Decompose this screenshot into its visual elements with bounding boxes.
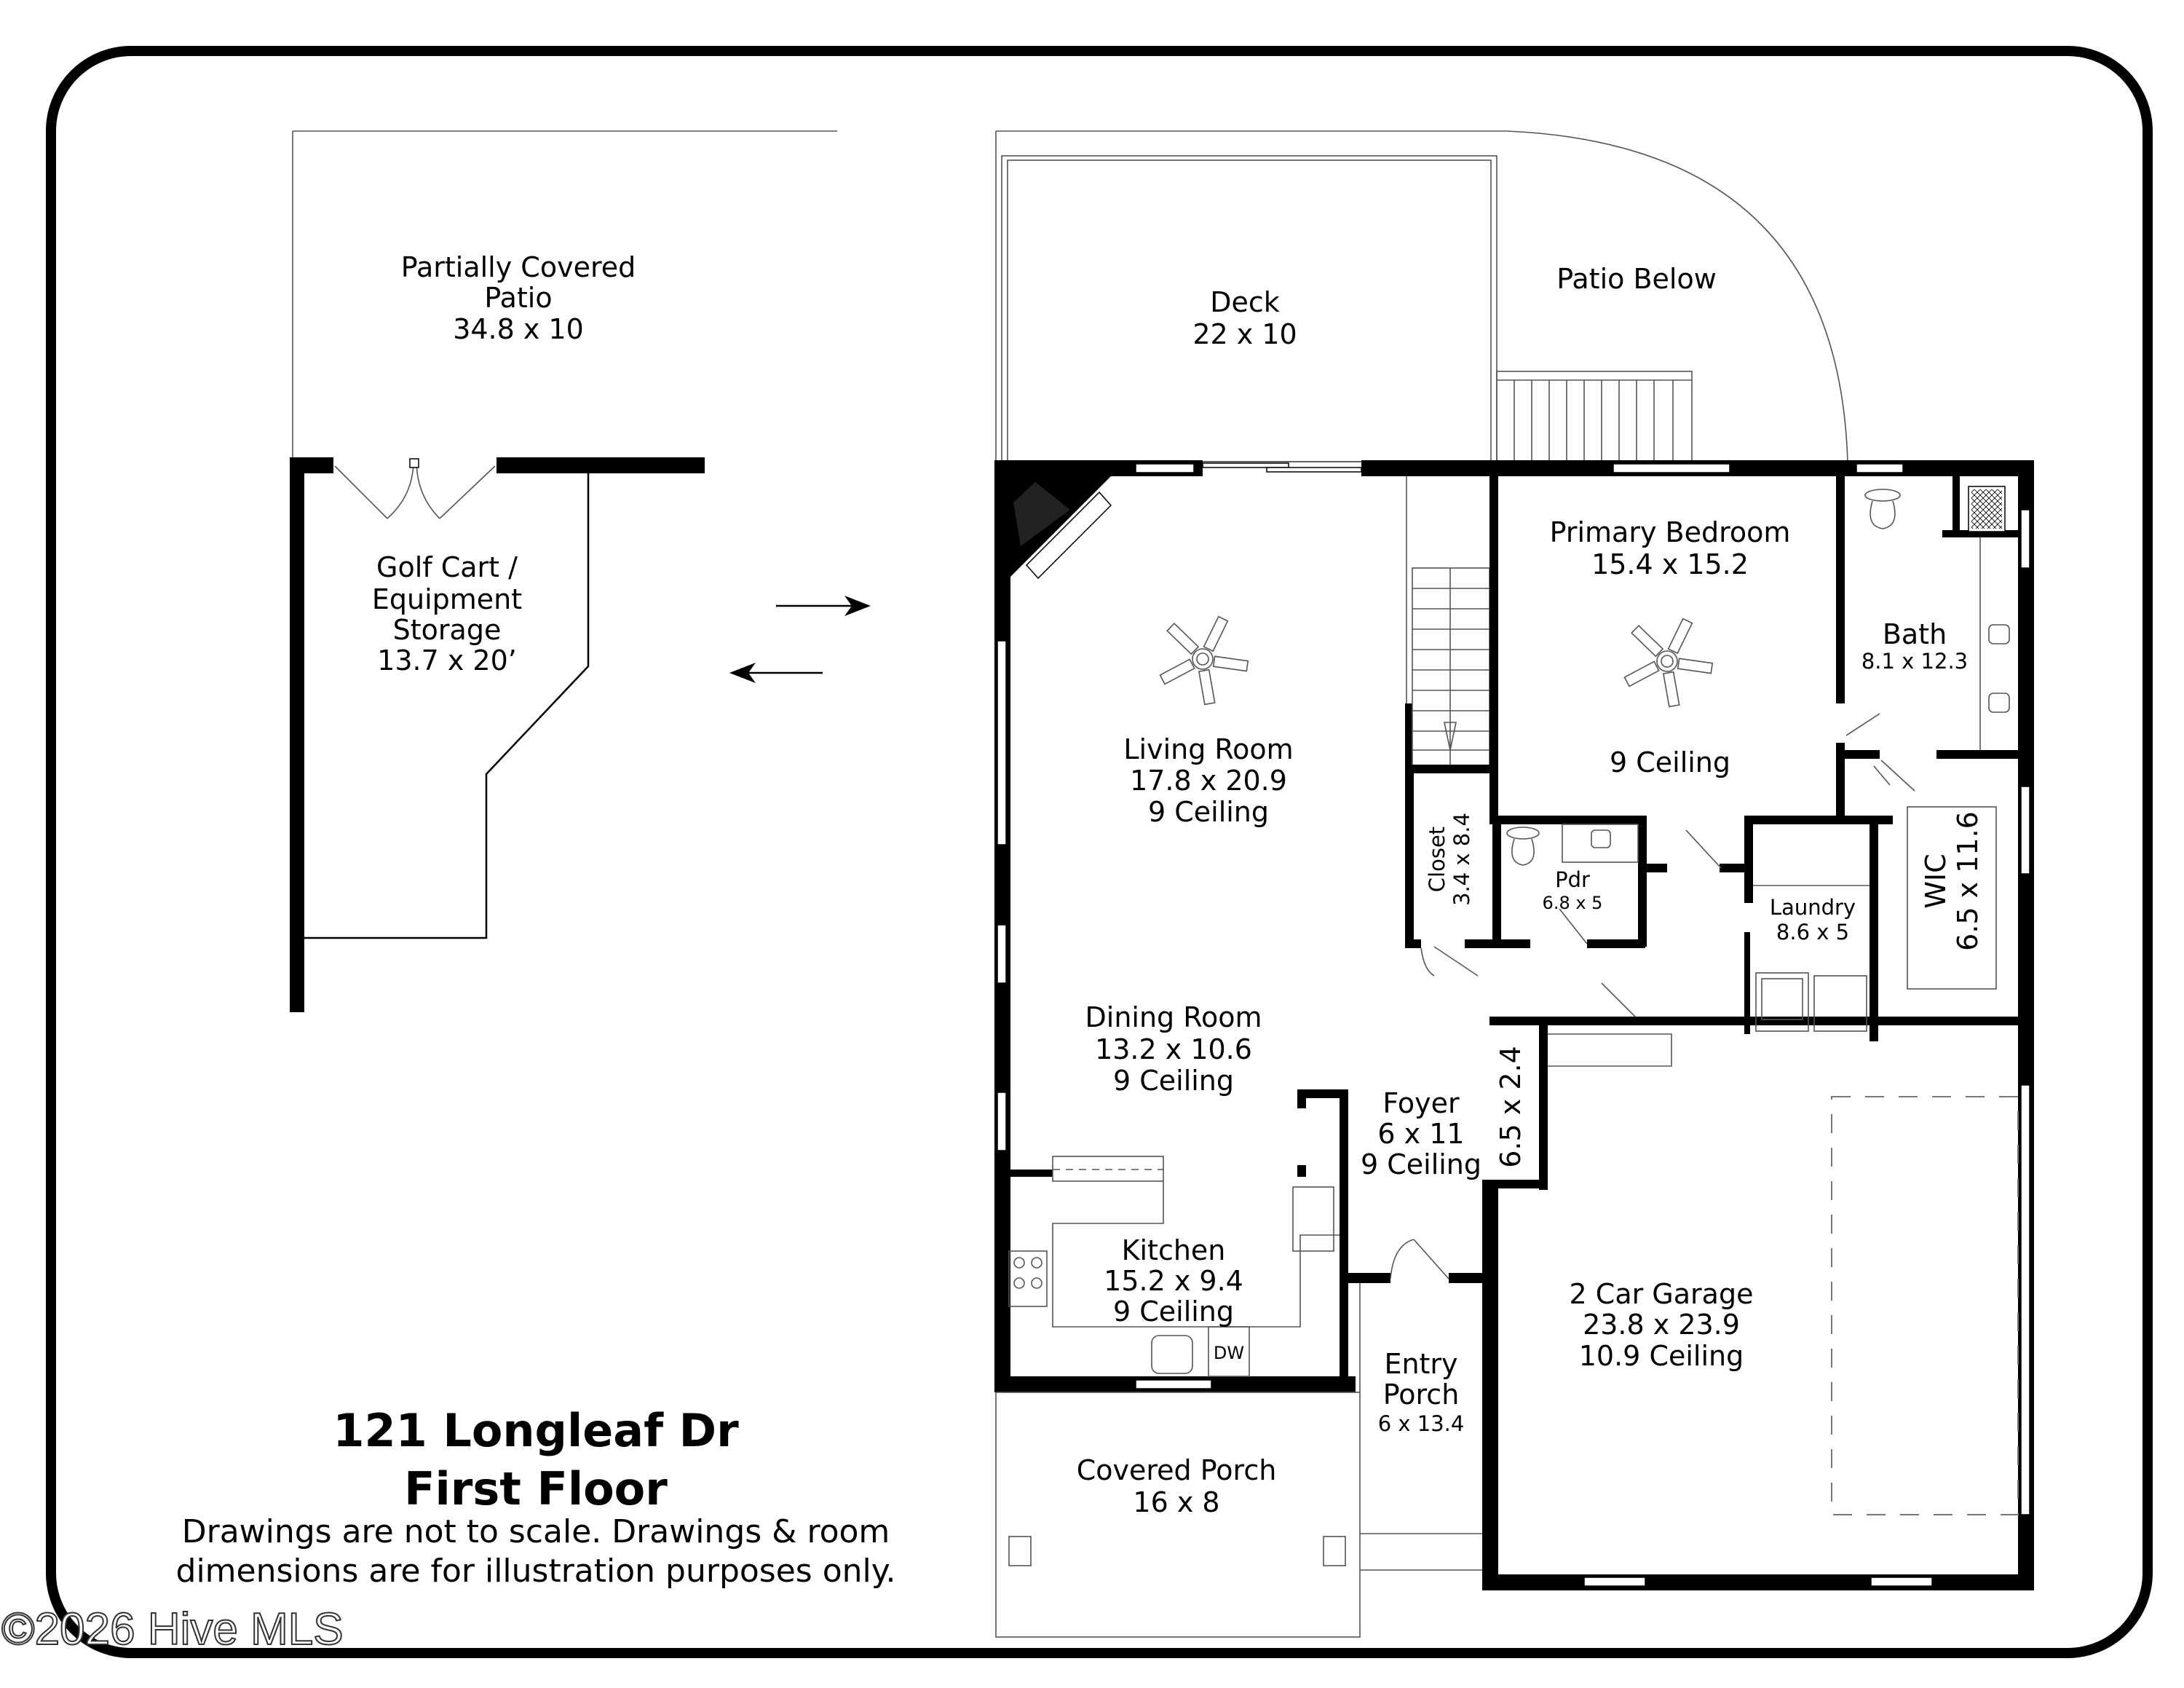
- interior-stairs: [1405, 476, 1490, 770]
- dishwasher-label: DW: [1214, 1343, 1244, 1363]
- closet-label: Closet 3.4 x 8.4: [1425, 813, 1474, 906]
- dining-room-dims: 13.2 x 10.6: [1095, 1033, 1252, 1065]
- patio-outline: [292, 130, 837, 459]
- garage-ceiling: 10.9 Ceiling: [1579, 1340, 1744, 1372]
- covered-porch-name: Covered Porch: [1077, 1454, 1277, 1486]
- primary-bedroom-ceiling: 9 Ceiling: [1610, 746, 1730, 778]
- deck-outline: [995, 130, 1848, 463]
- door-swings: [1390, 713, 1915, 1279]
- bath-dims: 8.1 x 12.3: [1861, 649, 1968, 674]
- ceiling-fan-icon: [1159, 615, 1249, 706]
- ceiling-fan-icon: [1623, 618, 1714, 708]
- foyer-ceiling: 9 Ceiling: [1361, 1148, 1481, 1180]
- laundry-name: Laundry: [1770, 895, 1856, 920]
- pdr-name: Pdr: [1555, 867, 1590, 892]
- golf-cart-name-1: Golf Cart /: [376, 551, 518, 583]
- double-door-icon: [334, 458, 496, 519]
- living-room-dims: 17.8 x 20.9: [1130, 765, 1287, 797]
- patio-dims: 34.8 x 10: [453, 313, 584, 345]
- laundry-dims: 8.6 x 5: [1776, 920, 1849, 944]
- watermark: ©2026 Hive MLS: [1, 1604, 344, 1655]
- living-room-ceiling: 9 Ceiling: [1148, 796, 1269, 828]
- closet-name: Closet: [1425, 827, 1449, 892]
- golf-cart-dims: 13.7 x 20’: [377, 644, 517, 677]
- dining-room-ceiling: 9 Ceiling: [1113, 1065, 1234, 1097]
- garage-details: [1548, 1033, 2019, 1515]
- interior-walls: [994, 476, 2034, 1388]
- laundry-appliances: [1753, 885, 1870, 1032]
- living-room-name: Living Room: [1123, 733, 1293, 765]
- foyer-dims: 6 x 11: [1377, 1118, 1464, 1150]
- primary-bedroom-name: Primary Bedroom: [1550, 516, 1791, 548]
- closet-dims: 3.4 x 8.4: [1449, 813, 1474, 906]
- bath-fixtures: [1506, 486, 2010, 990]
- entry-porch-name-1: Entry: [1384, 1348, 1457, 1380]
- arrow-right-icon: [776, 596, 871, 616]
- kitchen-dims: 15.2 x 9.4: [1104, 1265, 1243, 1297]
- bath-name: Bath: [1883, 618, 1947, 650]
- dining-room-name: Dining Room: [1085, 1001, 1262, 1033]
- entry-porch-dims: 6 x 13.4: [1378, 1411, 1465, 1436]
- covered-porch-outline: [995, 1283, 1482, 1638]
- golf-cart-name-2: Equipment: [372, 583, 522, 615]
- wic-dims: 6.5 x 11.6: [1952, 811, 1984, 951]
- sliding-door-icon: [1202, 462, 1362, 473]
- deck-dims: 22 x 10: [1192, 318, 1297, 350]
- page-frame: [46, 46, 2153, 1658]
- entry-porch-name-2: Porch: [1383, 1379, 1460, 1411]
- patio-name-2: Patio: [484, 282, 552, 314]
- floor-title: First Floor: [404, 1462, 668, 1515]
- hall-dims: 6.5 x 2.4: [1495, 1046, 1527, 1168]
- disclaimer-line-2: dimensions are for illustration purposes…: [176, 1553, 896, 1590]
- covered-porch-dims: 16 x 8: [1133, 1486, 1219, 1518]
- golf-cart-walls: [290, 457, 705, 1012]
- kitchen-ceiling: 9 Ceiling: [1113, 1295, 1234, 1328]
- kitchen-fixtures: [1008, 1156, 1340, 1377]
- address-title: 121 Longleaf Dr: [333, 1404, 739, 1457]
- patio-name-1: Partially Covered: [401, 251, 636, 283]
- hall-label: 6.5 x 2.4: [1495, 1046, 1527, 1168]
- pdr-dims: 6.8 x 5: [1543, 893, 1603, 913]
- kitchen-name: Kitchen: [1122, 1234, 1226, 1266]
- primary-bedroom-dims: 15.4 x 15.2: [1591, 548, 1749, 580]
- fireplace-icon: [1010, 476, 1112, 580]
- windows: [997, 463, 2030, 1587]
- garage-name: 2 Car Garage: [1570, 1278, 1754, 1310]
- wic-label: WIC 6.5 x 11.6: [1920, 811, 1984, 951]
- golf-cart-name-3: Storage: [393, 614, 502, 646]
- arrow-left-icon: [729, 663, 823, 683]
- wic-name: WIC: [1920, 853, 1952, 908]
- foyer-name: Foyer: [1382, 1087, 1460, 1119]
- garage-dims: 23.8 x 23.9: [1583, 1309, 1740, 1341]
- deck-name: Deck: [1210, 286, 1280, 318]
- patio-below-label: Patio Below: [1556, 263, 1717, 295]
- disclaimer-line-1: Drawings are not to scale. Drawings & ro…: [182, 1513, 890, 1550]
